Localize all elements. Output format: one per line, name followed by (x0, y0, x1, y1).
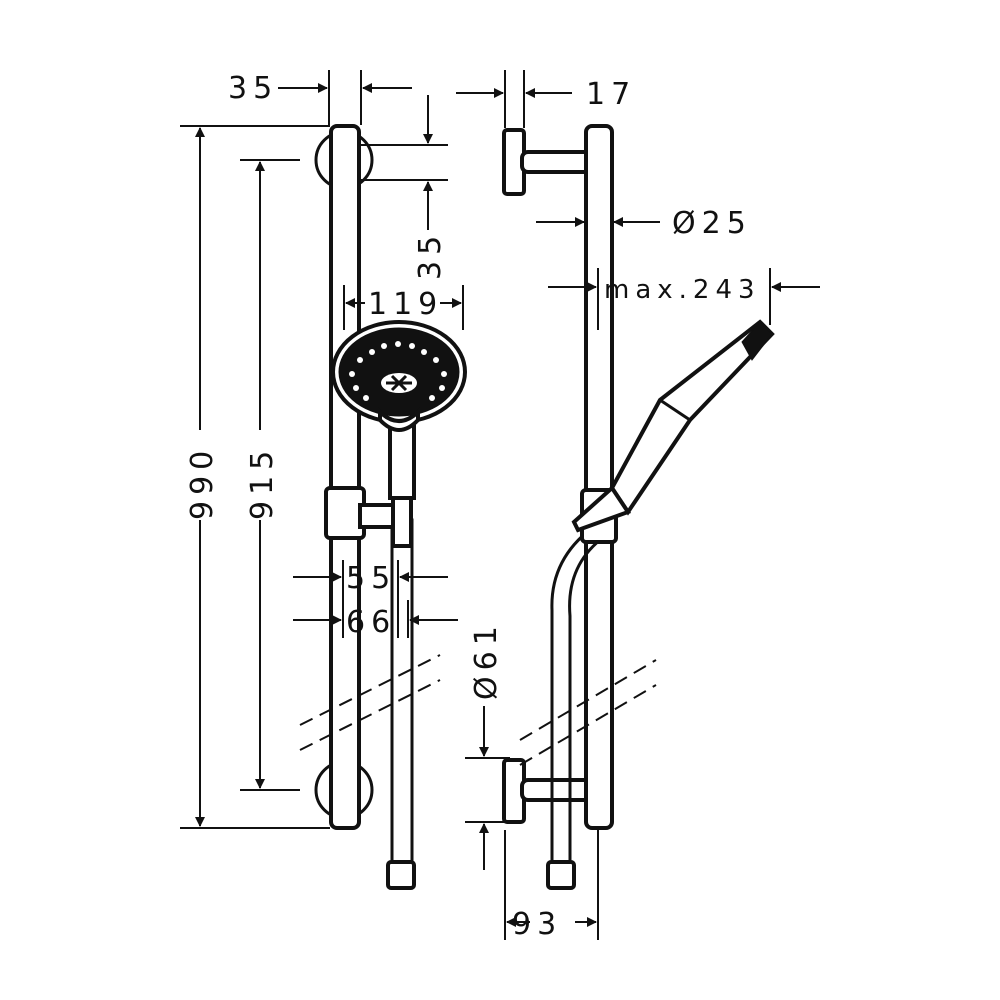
break-line (299, 654, 441, 726)
dim-66: 66 (346, 605, 396, 640)
dim-990: 990 (185, 445, 220, 520)
dim-55: 55 (346, 561, 396, 596)
handle-lower (391, 496, 413, 548)
side-view (502, 124, 775, 890)
hose-connector (386, 860, 416, 890)
dim-243: max.243 (604, 275, 761, 305)
dim-93: 93 (512, 907, 562, 942)
shower-face (338, 327, 460, 417)
dim-35-top: 35 (228, 71, 278, 106)
front-view (299, 124, 467, 890)
dim-17: 17 (586, 77, 636, 112)
shower-rail-side (584, 124, 614, 830)
dim-25: Ø25 (672, 206, 752, 241)
dimension-labels: 35 17 Ø25 119 max.243 55 66 93 35 990 91… (185, 71, 761, 942)
slider-holder (358, 503, 396, 529)
dim-61: Ø61 (469, 620, 504, 700)
dim-915: 915 (245, 445, 280, 520)
dim-35-bracket: 35 (413, 230, 448, 280)
dim-119: 119 (368, 287, 443, 322)
dimension-lines (180, 70, 820, 940)
shower-rail (329, 124, 361, 830)
